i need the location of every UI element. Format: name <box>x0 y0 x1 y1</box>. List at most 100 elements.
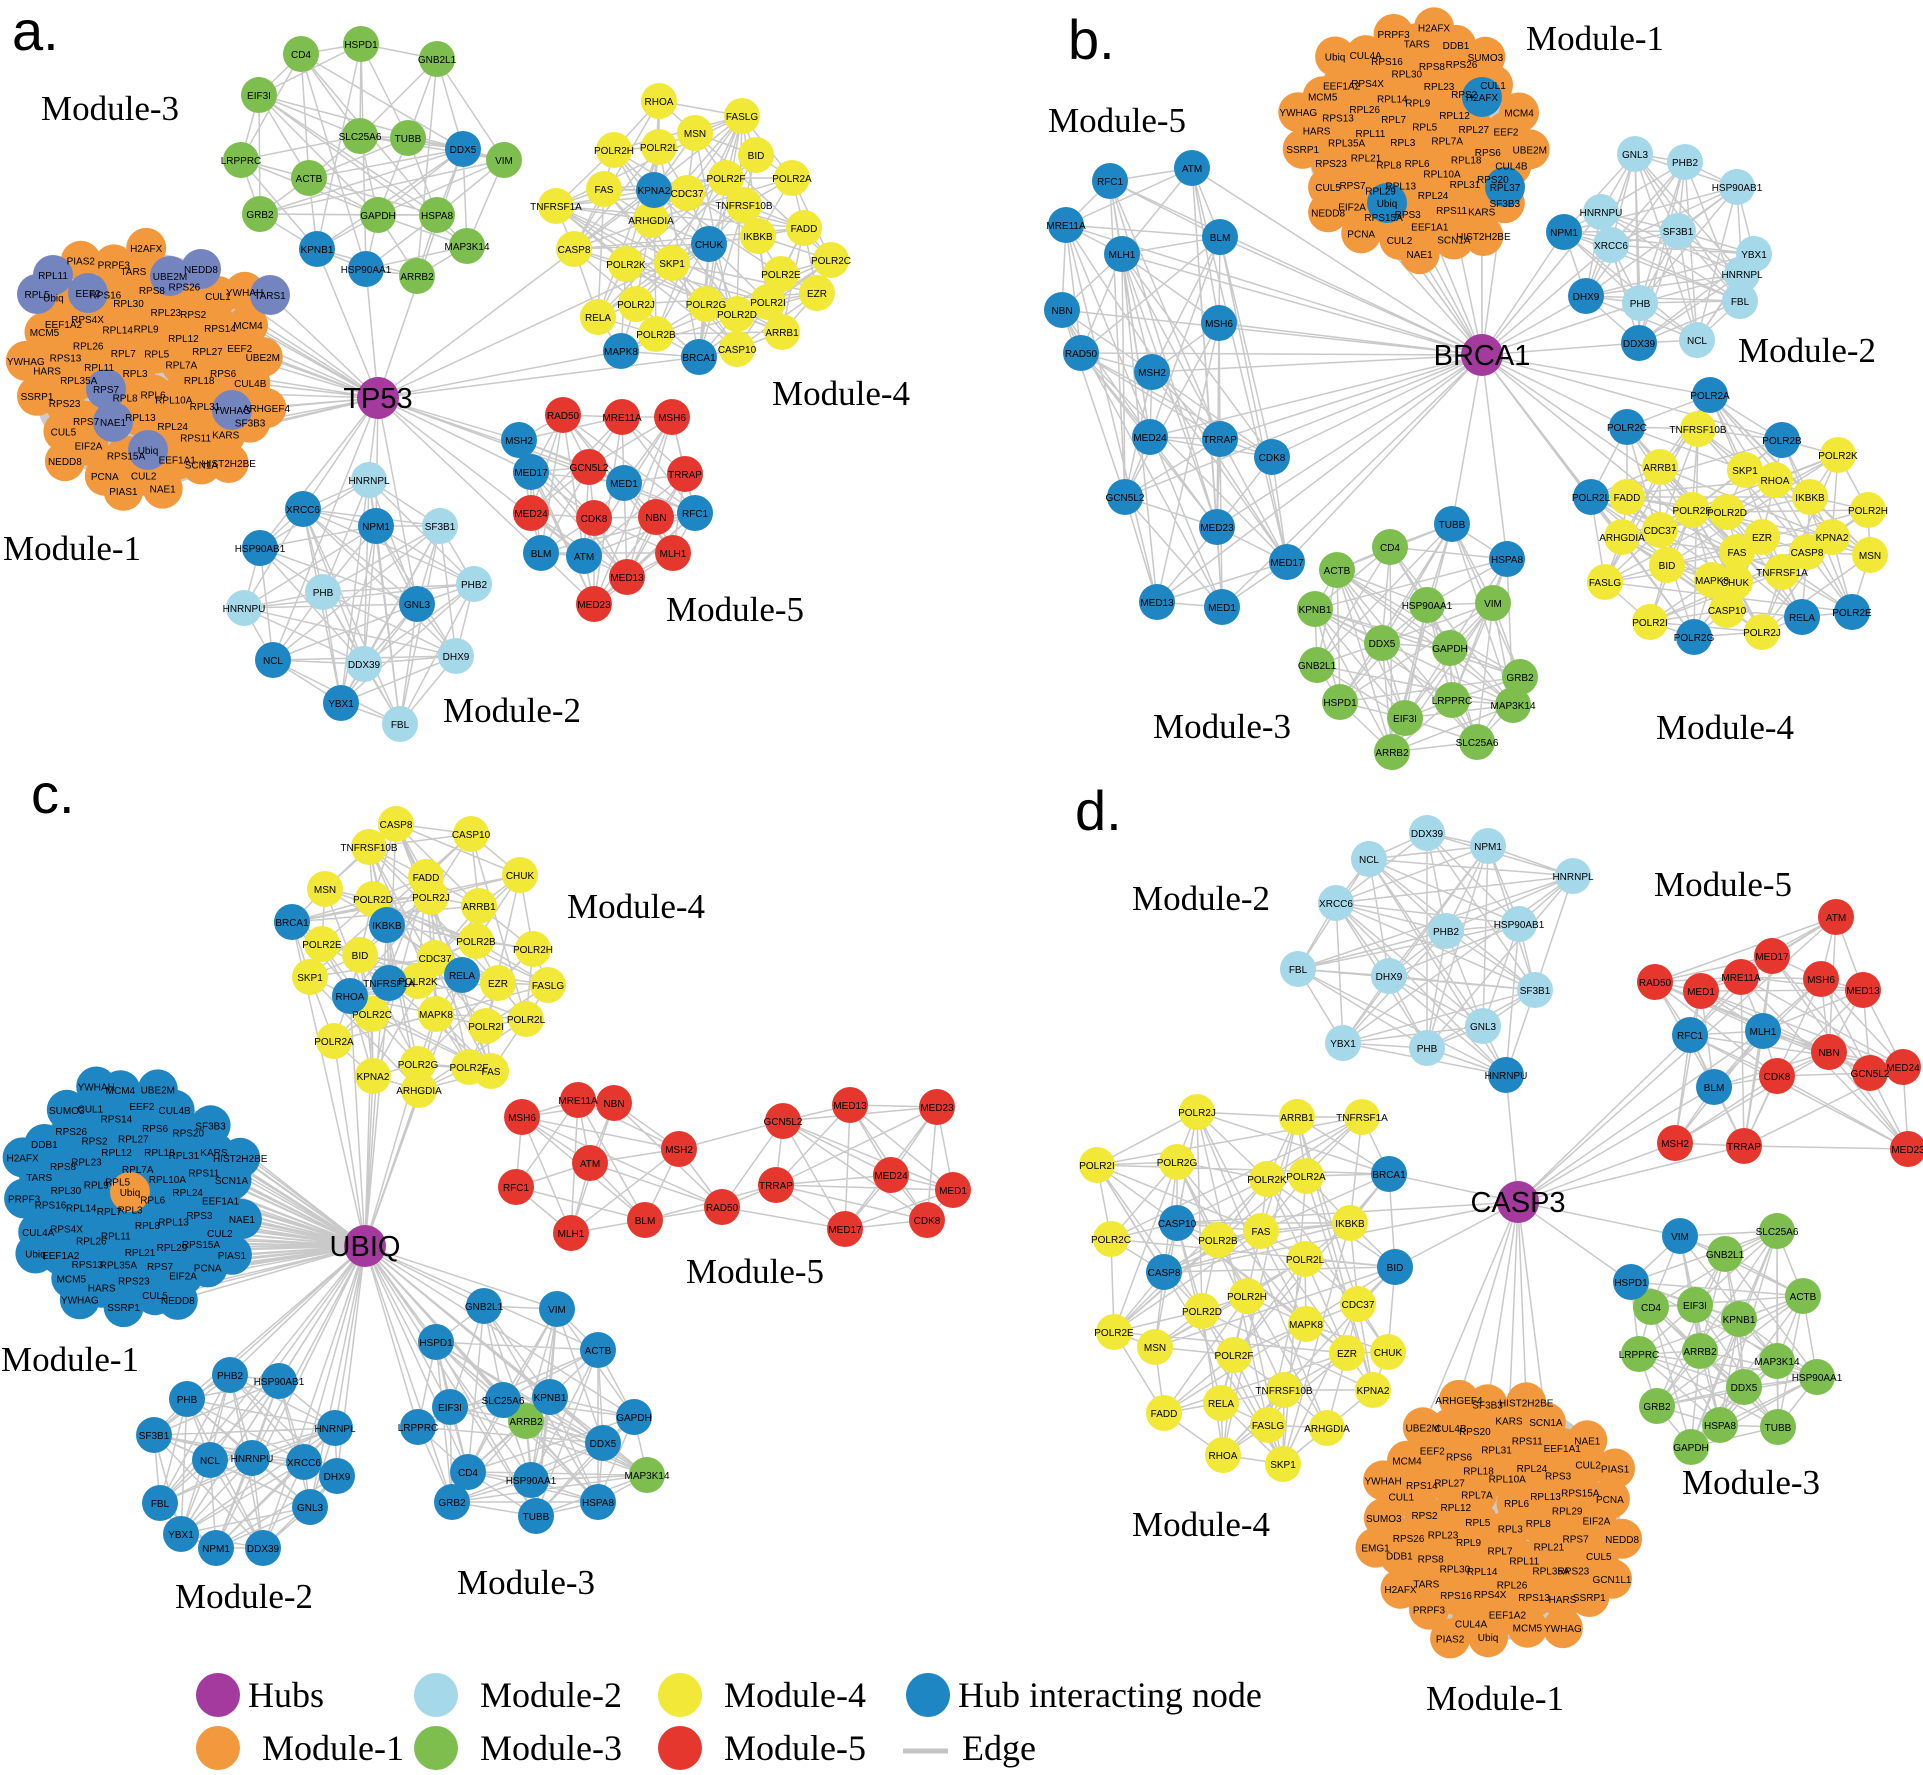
svg-text:HSP90AB1: HSP90AB1 <box>1494 920 1545 931</box>
svg-text:TUBB: TUBB <box>395 134 422 145</box>
svg-text:MAP3K14: MAP3K14 <box>444 242 489 253</box>
svg-text:SUMO3: SUMO3 <box>1366 1514 1402 1525</box>
svg-text:SKP1: SKP1 <box>659 259 685 270</box>
svg-text:MED13: MED13 <box>610 573 644 584</box>
svg-text:RPS20: RPS20 <box>1477 175 1509 186</box>
svg-text:ARHGDIA: ARHGDIA <box>628 216 674 227</box>
svg-text:CUL2: CUL2 <box>207 1229 233 1240</box>
svg-text:CASP10: CASP10 <box>1158 1219 1197 1230</box>
svg-text:ARRB1: ARRB1 <box>1643 463 1677 474</box>
svg-text:RPS7: RPS7 <box>147 1262 174 1273</box>
svg-text:Module-2: Module-2 <box>480 1675 622 1715</box>
svg-text:CUL4B: CUL4B <box>1495 162 1528 173</box>
svg-text:NCL: NCL <box>1687 336 1707 347</box>
svg-text:MLH1: MLH1 <box>660 549 687 560</box>
svg-text:RPL27: RPL27 <box>118 1134 149 1145</box>
svg-text:GNB2L1: GNB2L1 <box>1298 661 1337 672</box>
svg-text:RPL26: RPL26 <box>73 341 104 352</box>
svg-text:DDB1: DDB1 <box>1386 1552 1413 1563</box>
svg-text:ARRB2: ARRB2 <box>509 1417 543 1428</box>
svg-text:HARS: HARS <box>1303 127 1331 138</box>
svg-text:POLR2G: POLR2G <box>1674 633 1715 644</box>
svg-text:RPL26: RPL26 <box>1349 105 1380 116</box>
svg-text:Module-2: Module-2 <box>1738 331 1876 370</box>
svg-text:CDK8: CDK8 <box>1259 453 1286 464</box>
svg-text:TUBB: TUBB <box>1439 520 1466 531</box>
svg-text:Module-5: Module-5 <box>1048 101 1186 140</box>
svg-text:Module-4: Module-4 <box>1656 708 1794 747</box>
svg-text:SF3B3: SF3B3 <box>1472 1400 1503 1411</box>
svg-text:SLC25A6: SLC25A6 <box>482 1396 525 1407</box>
svg-text:Ubiq: Ubiq <box>1325 53 1346 64</box>
svg-text:RPS14: RPS14 <box>204 324 236 335</box>
svg-text:TNFRSF10B: TNFRSF10B <box>715 201 773 212</box>
svg-text:CUL2: CUL2 <box>131 472 157 483</box>
svg-text:SSRP1: SSRP1 <box>107 1303 140 1314</box>
svg-text:MCM5: MCM5 <box>30 328 60 339</box>
svg-text:RPL7: RPL7 <box>1487 1546 1512 1557</box>
svg-text:PIAS2: PIAS2 <box>1436 1634 1465 1645</box>
svg-text:RPL7A: RPL7A <box>1461 1490 1493 1501</box>
svg-text:SF3B1: SF3B1 <box>139 1431 170 1442</box>
svg-text:XRCC6: XRCC6 <box>1319 899 1353 910</box>
svg-text:HSP90AA1: HSP90AA1 <box>1402 601 1453 612</box>
svg-text:SF3B1: SF3B1 <box>425 522 456 533</box>
svg-text:SCN1A: SCN1A <box>185 461 219 472</box>
svg-text:RPL10A: RPL10A <box>1423 170 1461 181</box>
svg-text:RPS6: RPS6 <box>1446 1452 1473 1463</box>
svg-text:Ubiq: Ubiq <box>1377 199 1398 210</box>
svg-text:RPL26: RPL26 <box>1497 1580 1528 1591</box>
svg-text:CUL1: CUL1 <box>1480 81 1506 92</box>
svg-text:TARS: TARS <box>26 1173 52 1184</box>
svg-text:POLR2J: POLR2J <box>617 300 655 311</box>
svg-text:RPS4X: RPS4X <box>1474 1590 1507 1601</box>
svg-text:GAPDH: GAPDH <box>360 211 396 222</box>
svg-text:RPL6: RPL6 <box>140 1196 165 1207</box>
svg-text:MAPK8: MAPK8 <box>419 1010 453 1021</box>
svg-text:RPS4X: RPS4X <box>1351 79 1384 90</box>
svg-text:HNRNPU: HNRNPU <box>1580 208 1623 219</box>
svg-text:HIST2H2BE: HIST2H2BE <box>1456 232 1511 243</box>
svg-text:CASP10: CASP10 <box>452 830 491 841</box>
svg-text:NAE1: NAE1 <box>100 418 127 429</box>
svg-text:RPL21: RPL21 <box>1534 1542 1565 1553</box>
svg-text:BID: BID <box>748 151 765 162</box>
svg-text:RPS7: RPS7 <box>93 385 120 396</box>
svg-text:GNL3: GNL3 <box>404 600 431 611</box>
svg-text:ARRB1: ARRB1 <box>462 902 496 913</box>
svg-text:d.: d. <box>1075 779 1122 842</box>
svg-text:POLR2B: POLR2B <box>456 937 496 948</box>
svg-text:LRPPRC: LRPPRC <box>1619 1350 1660 1361</box>
svg-text:CHUK: CHUK <box>1721 578 1750 589</box>
svg-text:RPL29: RPL29 <box>1365 186 1396 197</box>
svg-text:NAE1: NAE1 <box>1574 1436 1601 1447</box>
svg-text:MAPK8: MAPK8 <box>604 347 638 358</box>
svg-text:EEF1A2: EEF1A2 <box>45 320 83 331</box>
svg-text:Module-3: Module-3 <box>457 1563 595 1602</box>
svg-text:MED13: MED13 <box>1140 598 1174 609</box>
svg-text:DHX9: DHX9 <box>1573 292 1600 303</box>
svg-text:RPS11: RPS11 <box>180 434 211 445</box>
svg-text:POLR2K: POLR2K <box>1247 1175 1287 1186</box>
svg-text:EEF1A1: EEF1A1 <box>1544 1444 1582 1455</box>
svg-text:POLR2K: POLR2K <box>398 977 438 988</box>
svg-text:DHX9: DHX9 <box>1376 972 1403 983</box>
svg-text:EIF3I: EIF3I <box>247 91 271 102</box>
svg-text:NAE1: NAE1 <box>1407 250 1434 261</box>
svg-text:RPS8: RPS8 <box>1418 1554 1445 1565</box>
svg-text:FASLG: FASLG <box>1589 578 1621 589</box>
svg-text:Hubs: Hubs <box>248 1675 324 1715</box>
svg-text:EEF1A2: EEF1A2 <box>42 1251 80 1262</box>
svg-text:TNFRSF1A: TNFRSF1A <box>1336 1113 1388 1124</box>
svg-text:EIF2A: EIF2A <box>75 442 103 453</box>
svg-text:RPL7A: RPL7A <box>166 361 198 372</box>
svg-text:Module-5: Module-5 <box>1654 865 1792 904</box>
svg-text:TUBB: TUBB <box>1765 1423 1792 1434</box>
svg-text:RPS6: RPS6 <box>1475 148 1502 159</box>
svg-text:BLM: BLM <box>635 1216 656 1227</box>
svg-text:EEF2: EEF2 <box>227 344 252 355</box>
svg-text:ATM: ATM <box>1182 164 1202 175</box>
svg-text:SCN1A: SCN1A <box>1437 236 1471 247</box>
svg-text:DHX9: DHX9 <box>443 652 470 663</box>
svg-text:DDX5: DDX5 <box>1731 1383 1758 1394</box>
